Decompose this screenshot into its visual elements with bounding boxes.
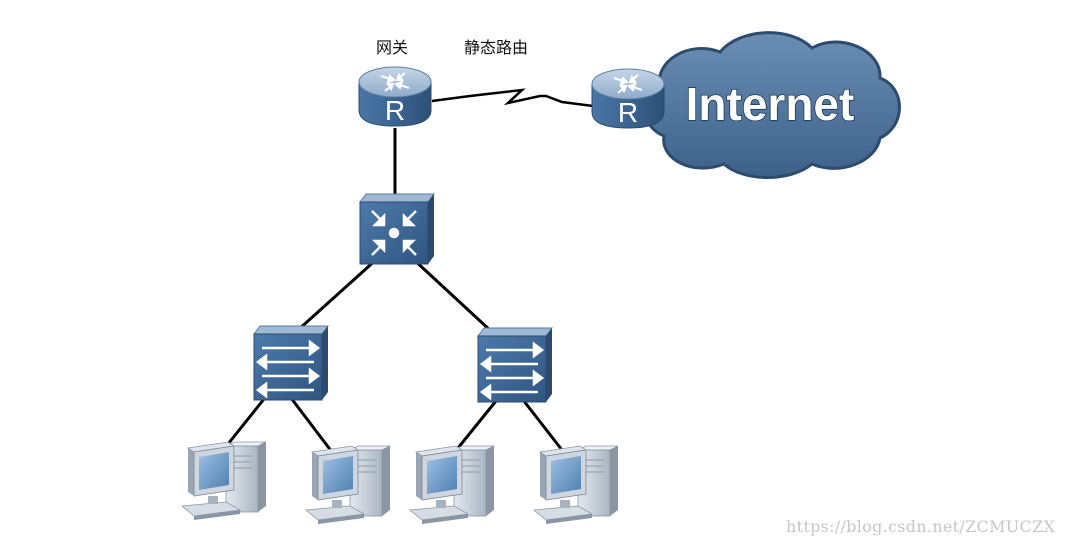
router-letter: R (618, 97, 638, 128)
access-switch-right[interactable] (476, 326, 554, 404)
gateway-label: 网关 (376, 38, 408, 57)
static-route-label: 静态路由 (464, 38, 528, 57)
pc-1[interactable] (181, 441, 267, 521)
pc-3[interactable] (409, 445, 495, 525)
pc-2[interactable] (305, 445, 391, 525)
link-core-to-access-switch-right (410, 256, 494, 334)
link-left-switch-to-pc-2 (286, 393, 334, 453)
switch-icon (476, 326, 554, 404)
access-switch-left[interactable] (252, 324, 330, 402)
internet-label: Internet (686, 78, 855, 130)
router-letter: R (385, 95, 405, 126)
link-right-switch-to-pc-4 (518, 395, 564, 451)
pc-icon (409, 445, 495, 525)
links (226, 88, 594, 453)
gateway-router[interactable]: R (358, 66, 432, 127)
switch-icon (252, 324, 330, 402)
pc-4[interactable] (533, 445, 619, 525)
link-static-route-wan (431, 88, 594, 108)
link-left-switch-to-pc-1 (226, 393, 270, 445)
watermark: https://blog.csdn.net/ZCMUCZX (786, 517, 1056, 536)
link-core-to-access-switch-left (296, 256, 380, 332)
isp-router[interactable]: R (591, 68, 665, 129)
layer3-switch-icon (358, 192, 436, 266)
core-switch[interactable] (358, 192, 436, 266)
pc-icon (533, 445, 619, 525)
pc-icon (305, 445, 391, 525)
pc-icon (181, 441, 267, 521)
cloud-icon: Internet (644, 31, 901, 179)
link-right-switch-to-pc-3 (456, 395, 502, 449)
